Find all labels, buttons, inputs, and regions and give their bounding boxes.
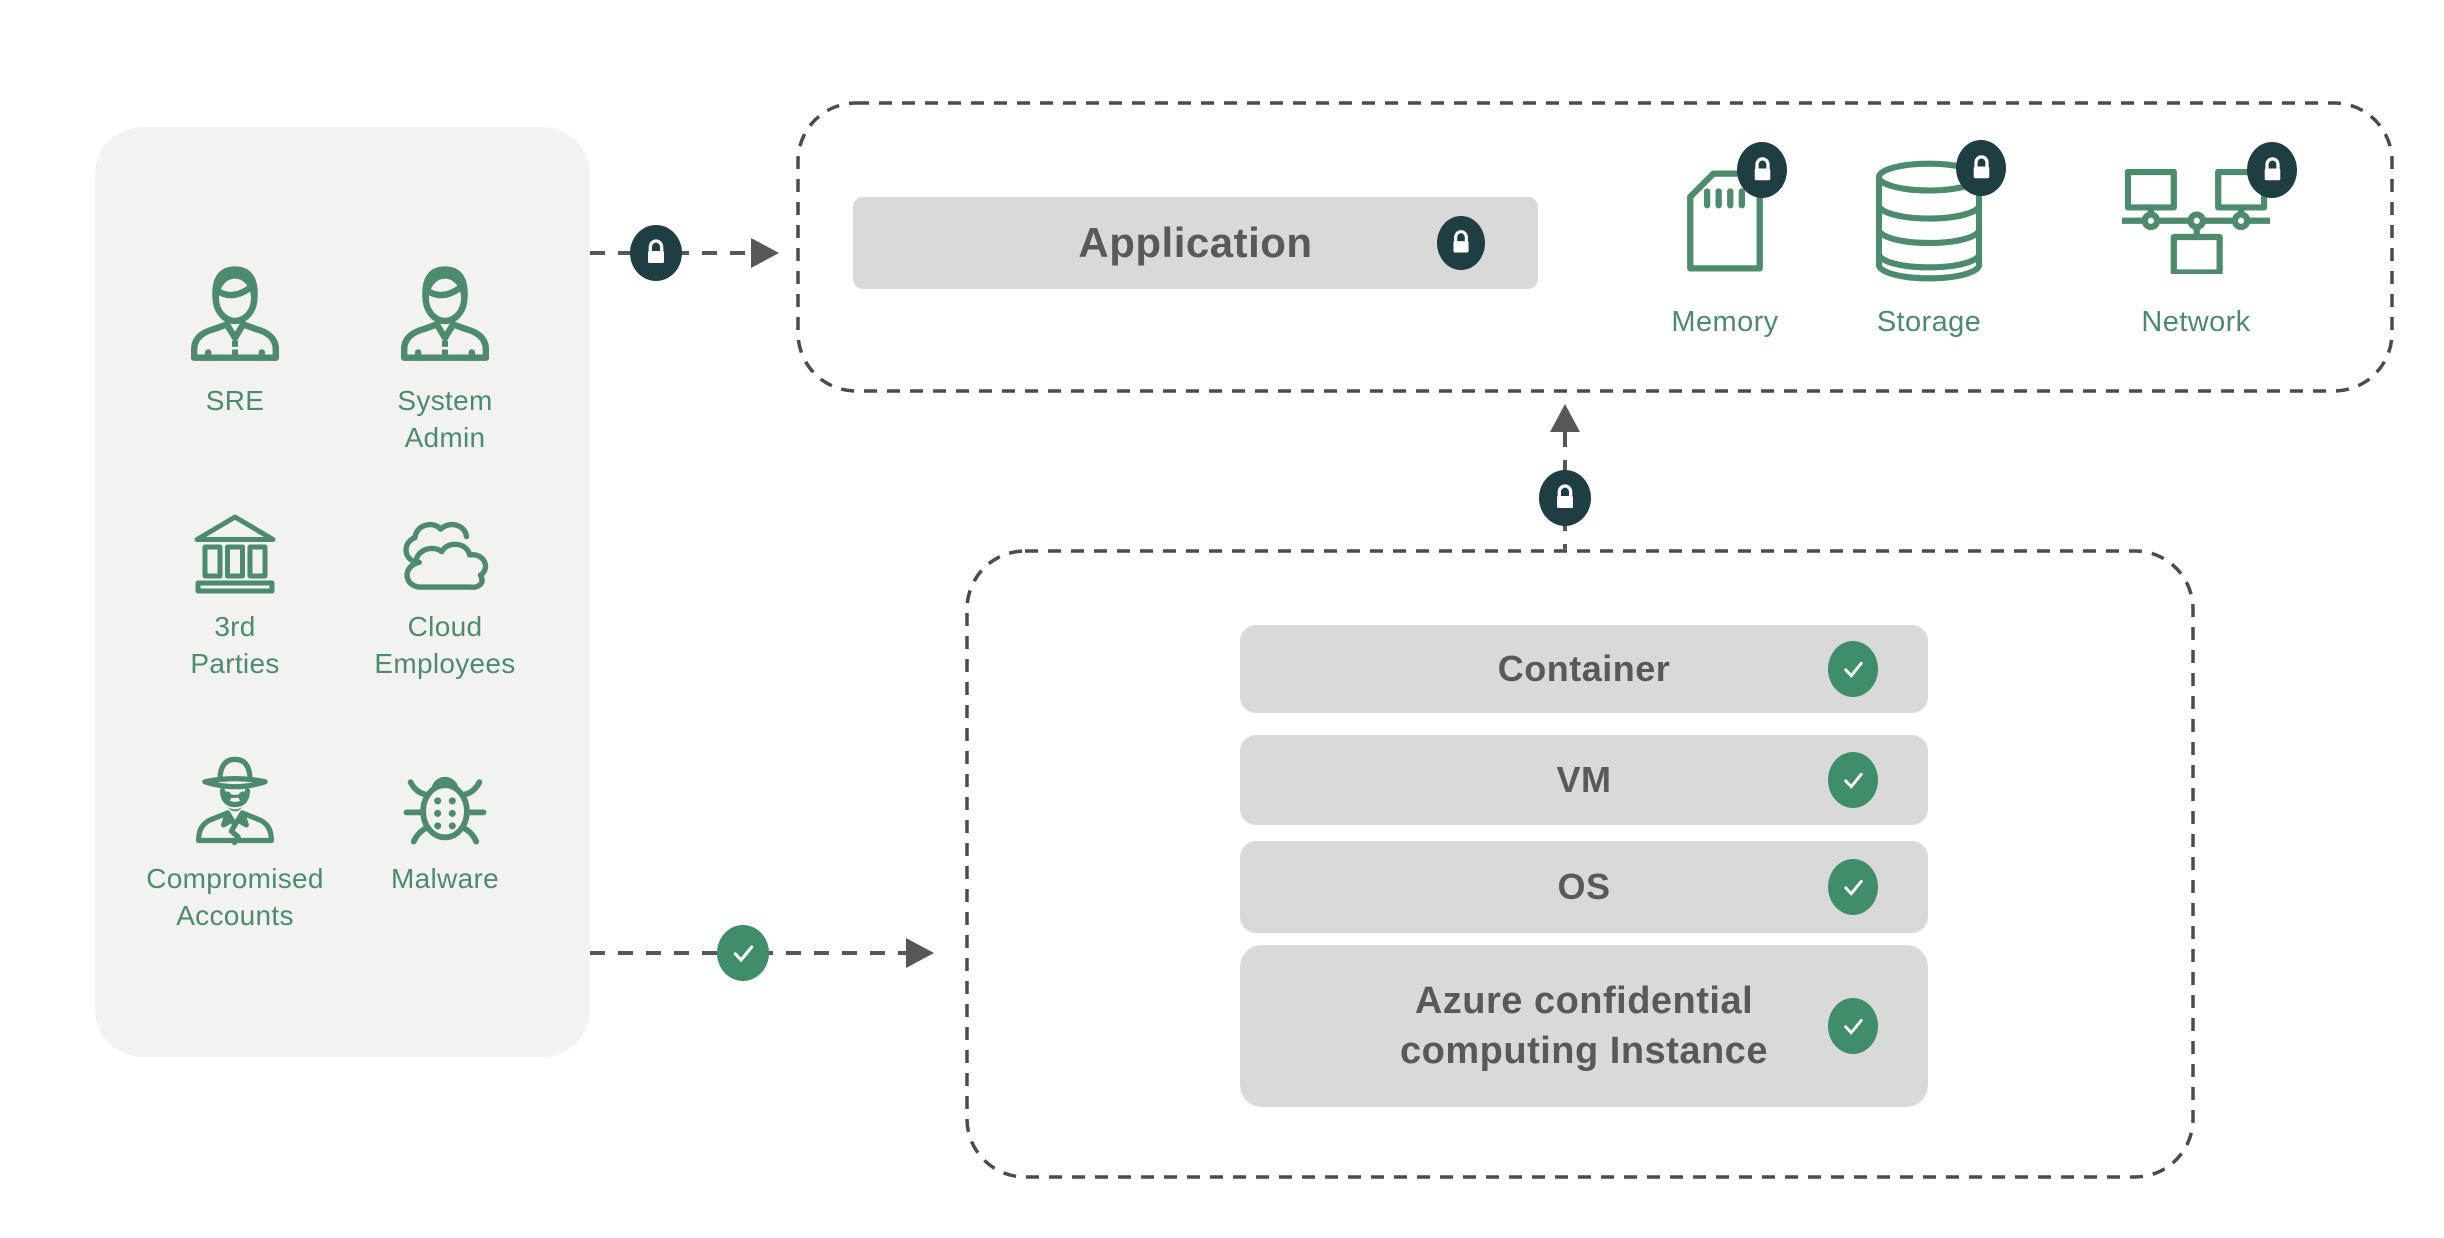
actor-label: 3rd Parties xyxy=(190,611,280,679)
row-label: VM xyxy=(1556,759,1612,800)
row-label: Azure confidential computing Instance xyxy=(1400,979,1768,1072)
row-vm: VM xyxy=(1240,735,1928,825)
check-icon xyxy=(1828,859,1878,915)
lock-icon xyxy=(1956,140,2006,196)
check-icon xyxy=(1828,752,1878,808)
resource-label: Storage xyxy=(1876,306,1982,338)
dashed-border xyxy=(796,101,2394,393)
arrowhead-up-icon xyxy=(1550,404,1580,432)
spy-icon xyxy=(185,747,285,853)
actor-sre: SRE xyxy=(125,257,345,420)
actor-cloud-employees: Cloud Employees xyxy=(335,509,555,683)
arrowhead-right-icon xyxy=(751,238,779,268)
actor-label: System Admin xyxy=(397,385,493,453)
row-os: OS xyxy=(1240,841,1928,933)
lock-icon xyxy=(1437,216,1485,270)
lock-icon xyxy=(2247,142,2297,198)
resource-memory: Memory xyxy=(1630,142,1820,339)
clouds-icon xyxy=(386,509,504,601)
memory-card-icon xyxy=(1630,142,1820,296)
actor-system-admin: System Admin xyxy=(335,257,555,457)
row-container: Container xyxy=(1240,625,1928,713)
resource-network: Network xyxy=(2101,142,2297,339)
lock-icon xyxy=(1737,142,1787,198)
resource-label: Memory xyxy=(1671,306,1779,338)
check-icon xyxy=(1828,998,1878,1054)
arrowhead-right-icon xyxy=(906,938,934,968)
actor-label: Compromised Accounts xyxy=(146,863,324,931)
threat-actors-panel: SRE System Admin xyxy=(95,127,590,1057)
row-label: Container xyxy=(1497,648,1671,689)
application-bar-label: Application xyxy=(1078,219,1313,266)
bug-icon xyxy=(392,747,498,853)
network-icon xyxy=(2101,142,2297,296)
lock-icon xyxy=(1539,470,1591,526)
actor-label: SRE xyxy=(205,385,265,416)
check-icon xyxy=(1828,641,1878,697)
row-acc-instance: Azure confidential computing Instance xyxy=(1240,945,1928,1107)
resource-storage: Storage xyxy=(1834,140,2024,339)
person-icon xyxy=(179,257,291,375)
actor-3rd-parties: 3rd Parties xyxy=(125,509,345,683)
database-icon xyxy=(1834,140,2024,296)
actor-compromised-accounts: Compromised Accounts xyxy=(125,747,345,935)
row-label: OS xyxy=(1557,866,1611,907)
application-layer-box xyxy=(796,101,2394,393)
check-icon xyxy=(717,925,769,981)
application-bar: Application xyxy=(853,197,1538,289)
actor-malware: Malware xyxy=(335,747,555,898)
dashed-border xyxy=(965,549,2195,1179)
actor-label: Cloud Employees xyxy=(374,611,516,679)
confidential-computing-box xyxy=(965,549,2195,1179)
actor-label: Malware xyxy=(391,863,499,894)
lock-icon xyxy=(630,225,682,281)
resource-label: Network xyxy=(2141,306,2251,338)
bank-icon xyxy=(186,509,284,601)
person-icon xyxy=(389,257,501,375)
